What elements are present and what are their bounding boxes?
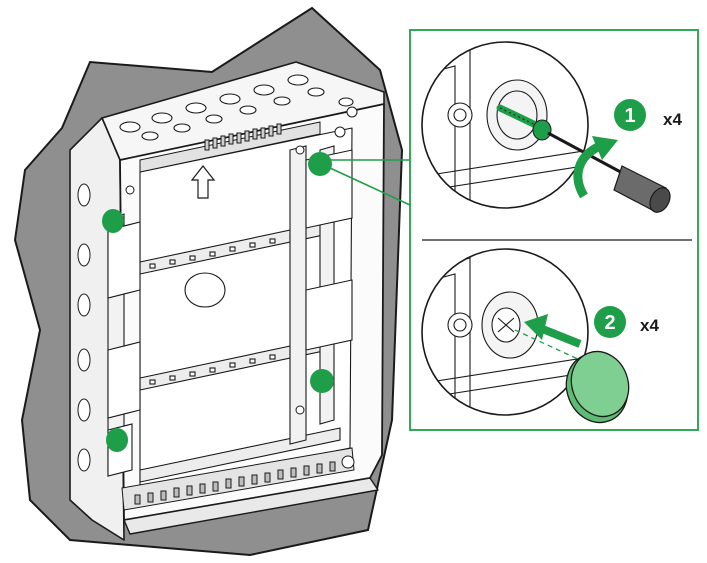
right-brackets: [305, 149, 353, 351]
screw-icon: [496, 104, 552, 141]
callout-lines: [329, 159, 411, 206]
side-knockouts: [77, 183, 91, 472]
step-2-multiplier: x4: [640, 316, 659, 335]
step-1-detail: 1 x4: [421, 41, 682, 213]
cable-knockouts: [119, 74, 354, 141]
mounting-point-top-left: [102, 209, 124, 233]
step-1-multiplier: x4: [663, 110, 682, 129]
step-1-badge: 1 x4: [614, 99, 682, 131]
mounting-point-bottom-right: [310, 369, 334, 393]
top-terminal-strip: [139, 121, 321, 173]
bottom-terminal-block: [121, 447, 355, 511]
step-2-detail: 2 x4: [421, 248, 659, 424]
insert-arrow-icon: [524, 314, 582, 348]
panel-knockout: [184, 272, 226, 308]
mounting-point-bottom-left: [106, 428, 128, 452]
cover-cap-icon: [565, 350, 630, 424]
step-2-badge: 2 x4: [594, 306, 659, 338]
frame-screws: [125, 106, 358, 415]
mounting-points: [102, 152, 334, 452]
up-arrow-icon: [190, 165, 216, 199]
mounting-point-top-right: [308, 152, 332, 176]
rotation-arrow-icon: [573, 136, 618, 199]
step-1-number: 1: [624, 105, 635, 127]
step-2-number: 2: [604, 312, 615, 334]
